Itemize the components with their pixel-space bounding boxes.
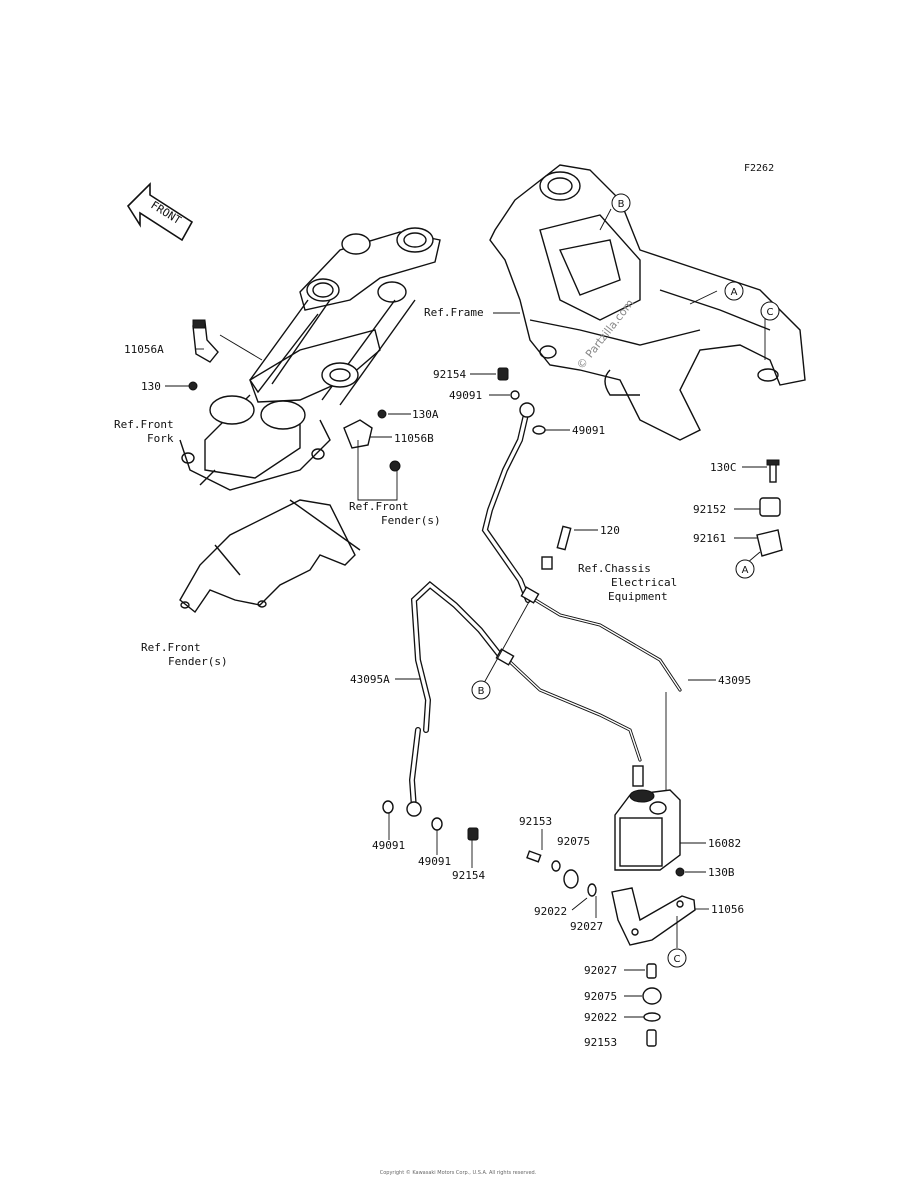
callout-B-bottom: B: [471, 680, 491, 700]
part-label-49091-bot-a: 49091: [372, 839, 405, 852]
callout-B-bottom-label: B: [478, 686, 485, 697]
bolt-92154-bot: [467, 827, 479, 841]
footer-copyright: Copyright © Kawasaki Motors Corp., U.S.A…: [380, 1169, 537, 1176]
bolt-fender: [389, 460, 401, 472]
part-label-49091-top-b: 49091: [572, 424, 605, 437]
part-label-92022-top: 92022: [534, 905, 567, 918]
ref-front-fender-b-line1: Ref.Front: [141, 641, 201, 654]
bolt-130C: [766, 459, 780, 483]
ref-front-fender-a-line2: Fender(s): [381, 514, 441, 527]
part-label-11056A: 11056A: [124, 343, 164, 356]
part-label-120: 120: [600, 524, 620, 537]
washer-92022-top: [551, 860, 561, 872]
bolt-92153-bot: [646, 1029, 657, 1047]
figure-code: F2262: [744, 163, 774, 174]
part-label-11056: 11056: [711, 903, 744, 916]
part-label-16082: 16082: [708, 837, 741, 850]
part-label-92153-bot: 92153: [584, 1036, 617, 1049]
brake-pipe-43095: [506, 596, 682, 762]
part-label-92152: 92152: [693, 503, 726, 516]
washer-92022-bot: [643, 1012, 661, 1022]
brake-hose-43095A: [408, 581, 505, 811]
ref-chassis-line1: Ref.Chassis: [578, 562, 651, 575]
abs-unit-16082: [614, 765, 681, 871]
ref-chassis-line2: Electrical: [611, 576, 677, 589]
part-label-92154-bot: 92154: [452, 869, 485, 882]
part-label-43095: 43095: [718, 674, 751, 687]
part-label-92027-bot: 92027: [584, 964, 617, 977]
callout-A-top: A: [724, 281, 744, 301]
part-label-130B: 130B: [708, 866, 735, 879]
washer-49091-bot-b: [431, 817, 443, 831]
callout-B-top-label: B: [618, 199, 625, 210]
part-label-130: 130: [141, 380, 161, 393]
watermark: © Partzilla.com: [574, 297, 637, 372]
callout-A-bottom: A: [735, 559, 755, 579]
part-label-49091-bot-b: 49091: [418, 855, 451, 868]
part-label-92027-top: 92027: [570, 920, 603, 933]
front-arrow-icon: FRONT: [126, 182, 194, 242]
hose-clamp: [495, 586, 540, 666]
bolt-92153-top: [526, 850, 542, 863]
ref-front-fender-a-line1: Ref.Front: [349, 500, 409, 513]
banjo-fitting-bottom: [406, 801, 422, 817]
abs-bracket-11056: [611, 887, 696, 946]
part-label-130A: 130A: [412, 408, 439, 421]
collar-92027-bot: [646, 963, 657, 979]
part-label-92161: 92161: [693, 532, 726, 545]
callout-C-bottom-label: C: [674, 954, 681, 965]
sensor-bracket-11056B: [343, 409, 387, 449]
callout-C-top: C: [760, 301, 780, 321]
callout-A-bottom-label: A: [742, 565, 749, 576]
damper-92161: [756, 529, 783, 557]
leader-lines: [165, 208, 767, 1018]
banjo-fitting-top: [519, 402, 535, 418]
part-label-92075-top: 92075: [557, 835, 590, 848]
front-fender-part: [179, 499, 361, 614]
part-label-43095A: 43095A: [350, 673, 390, 686]
part-label-11056B: 11056B: [394, 432, 434, 445]
part-label-92075-bot: 92075: [584, 990, 617, 1003]
part-label-92022-bot: 92022: [584, 1011, 617, 1024]
callout-A-top-label: A: [731, 287, 738, 298]
ref-frame: Ref.Frame: [424, 306, 484, 319]
callout-C-bottom: C: [667, 948, 687, 968]
bolt-130B: [675, 867, 685, 877]
damper-92152: [759, 497, 781, 517]
sensor-bracket-11056A: [192, 319, 219, 363]
callout-B-top: B: [611, 193, 631, 213]
part-label-92153-top: 92153: [519, 815, 552, 828]
collar-92027-top: [587, 883, 597, 897]
washer-49091-bot-a: [382, 800, 394, 814]
bolt-120: [541, 525, 572, 570]
frame-assembly: © Partzilla.com: [489, 164, 806, 441]
grommet-92075-top: [563, 869, 579, 889]
ref-front-fork-line1: Ref.Front: [114, 418, 174, 431]
brake-hose-upper: [481, 407, 531, 603]
grommet-92075-bot: [642, 987, 662, 1005]
part-label-130C: 130C: [710, 461, 737, 474]
ref-front-fender-b-line2: Fender(s): [168, 655, 228, 668]
front-fork-assembly: [179, 227, 441, 491]
washer-49091-top-b: [532, 425, 546, 435]
part-label-49091-top-a: 49091: [449, 389, 482, 402]
part-label-92154-top: 92154: [433, 368, 466, 381]
ref-front-fork-line2: Fork: [147, 432, 174, 445]
bolt-130: [188, 381, 198, 391]
bolt-92154-top: [497, 367, 509, 381]
washer-49091-top-a: [510, 390, 520, 400]
ref-chassis-line3: Equipment: [608, 590, 668, 603]
callout-C-top-label: C: [767, 307, 774, 318]
